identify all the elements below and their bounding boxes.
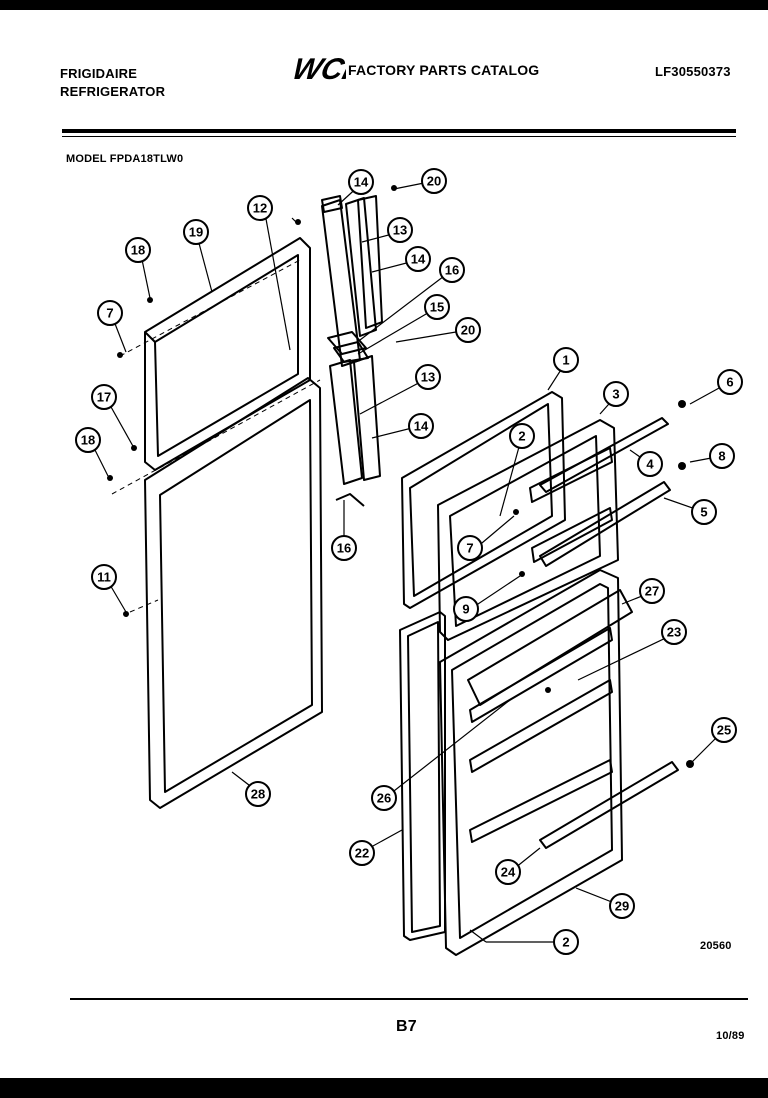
door-shelf-bar: [539, 761, 679, 849]
svg-text:11: 11: [97, 570, 111, 585]
svg-text:28: 28: [251, 787, 265, 802]
svg-text:7: 7: [466, 541, 473, 556]
callout-16: 16: [439, 257, 465, 283]
revision-date: 10/89: [716, 1030, 745, 1042]
svg-text:27: 27: [645, 584, 659, 599]
svg-text:2: 2: [518, 429, 525, 444]
callout-7: 7: [97, 300, 123, 326]
svg-text:13: 13: [421, 370, 435, 385]
handle-trim-strips: [321, 195, 383, 507]
alignment-lines: [111, 259, 321, 613]
fresh-food-door-gasket: [399, 611, 446, 941]
brand-name: FRIGIDAIRE: [60, 66, 138, 81]
header-rule-thin: [62, 136, 736, 137]
callout-14b: 14: [408, 413, 434, 439]
freezer-door-frame: [144, 237, 311, 471]
callout-2b: 2: [553, 929, 579, 955]
bottom-scan-border: [0, 1078, 768, 1098]
svg-text:19: 19: [189, 225, 203, 240]
callout-20b: 20: [455, 317, 481, 343]
freezer-shelf-rails: [539, 417, 671, 567]
svg-text:20: 20: [461, 323, 475, 338]
callout-24: 24: [495, 859, 521, 885]
callout-4: 4: [637, 451, 663, 477]
wci-logo: WCI: [289, 52, 346, 84]
svg-text:23: 23: [667, 625, 681, 640]
callout-15b: 15: [424, 294, 450, 320]
svg-text:4: 4: [646, 457, 654, 472]
svg-text:7: 7: [106, 306, 113, 321]
callout-28: 28: [245, 781, 271, 807]
diagram-code: 20560: [700, 940, 732, 952]
callout-18: 18: [125, 237, 151, 263]
svg-text:12: 12: [253, 201, 267, 216]
model-number: MODEL FPDA18TLW0: [66, 153, 184, 165]
svg-text:13: 13: [393, 223, 407, 238]
svg-text:5: 5: [700, 505, 707, 520]
svg-text:20: 20: [427, 174, 441, 189]
svg-text:17: 17: [97, 390, 111, 405]
callout-2: 2: [509, 423, 535, 449]
callout-9: 9: [453, 596, 479, 622]
product-name: REFRIGERATOR: [60, 84, 166, 99]
callout-20: 20: [421, 168, 447, 194]
svg-text:16: 16: [445, 263, 459, 278]
callout-15: 14: [348, 169, 374, 195]
callout-3: 3: [603, 381, 629, 407]
callout-14: 14: [405, 246, 431, 272]
callout-17: 17: [91, 384, 117, 410]
callout-6: 6: [717, 369, 743, 395]
fresh-food-door-frame: [144, 377, 323, 809]
svg-text:14: 14: [414, 419, 429, 434]
callout-1: 1: [553, 347, 579, 373]
svg-text:18: 18: [81, 433, 95, 448]
svg-text:8: 8: [718, 449, 725, 464]
callout-8: 8: [709, 443, 735, 469]
callout-5: 5: [691, 499, 717, 525]
document-number: LF30550373: [655, 64, 731, 79]
svg-text:14: 14: [411, 252, 426, 267]
fresh-food-door-liner: [439, 569, 633, 956]
header-rule-thick: [62, 129, 736, 133]
svg-text:25: 25: [717, 723, 731, 738]
svg-text:14: 14: [354, 175, 369, 190]
svg-text:29: 29: [615, 899, 629, 914]
svg-text:22: 22: [355, 846, 369, 861]
catalog-title: FACTORY PARTS CATALOG: [348, 62, 540, 78]
freezer-door-gasket: [401, 391, 566, 609]
page-number: B7: [396, 1018, 417, 1035]
callout-23: 23: [661, 619, 687, 645]
svg-text:6: 6: [726, 375, 733, 390]
callout-22: 22: [349, 840, 375, 866]
svg-text:9: 9: [462, 602, 469, 617]
callout-29: 29: [609, 893, 635, 919]
footer-rule: [70, 998, 748, 1000]
svg-text:24: 24: [501, 865, 516, 880]
hardware-screws: [107, 185, 694, 768]
svg-text:1: 1: [562, 353, 569, 368]
callout-11: 11: [91, 564, 117, 590]
callout-13: 13: [387, 217, 413, 243]
svg-text:15: 15: [430, 300, 444, 315]
svg-text:3: 3: [612, 387, 619, 402]
callout-19: 19: [183, 219, 209, 245]
top-scan-border: [0, 0, 768, 10]
callout-25: 25: [711, 717, 737, 743]
callout-27: 27: [639, 578, 665, 604]
svg-text:16: 16: [337, 541, 351, 556]
callout-13b: 13: [415, 364, 441, 390]
svg-text:18: 18: [131, 243, 145, 258]
svg-text:WCI: WCI: [289, 52, 346, 84]
callout-26: 26: [371, 785, 397, 811]
callout-16b: 16: [331, 535, 357, 561]
callout-7b: 7: [457, 535, 483, 561]
svg-text:26: 26: [377, 791, 391, 806]
callout-12: 12: [247, 195, 273, 221]
callout-18b: 18: [75, 427, 101, 453]
svg-text:2: 2: [562, 935, 569, 950]
